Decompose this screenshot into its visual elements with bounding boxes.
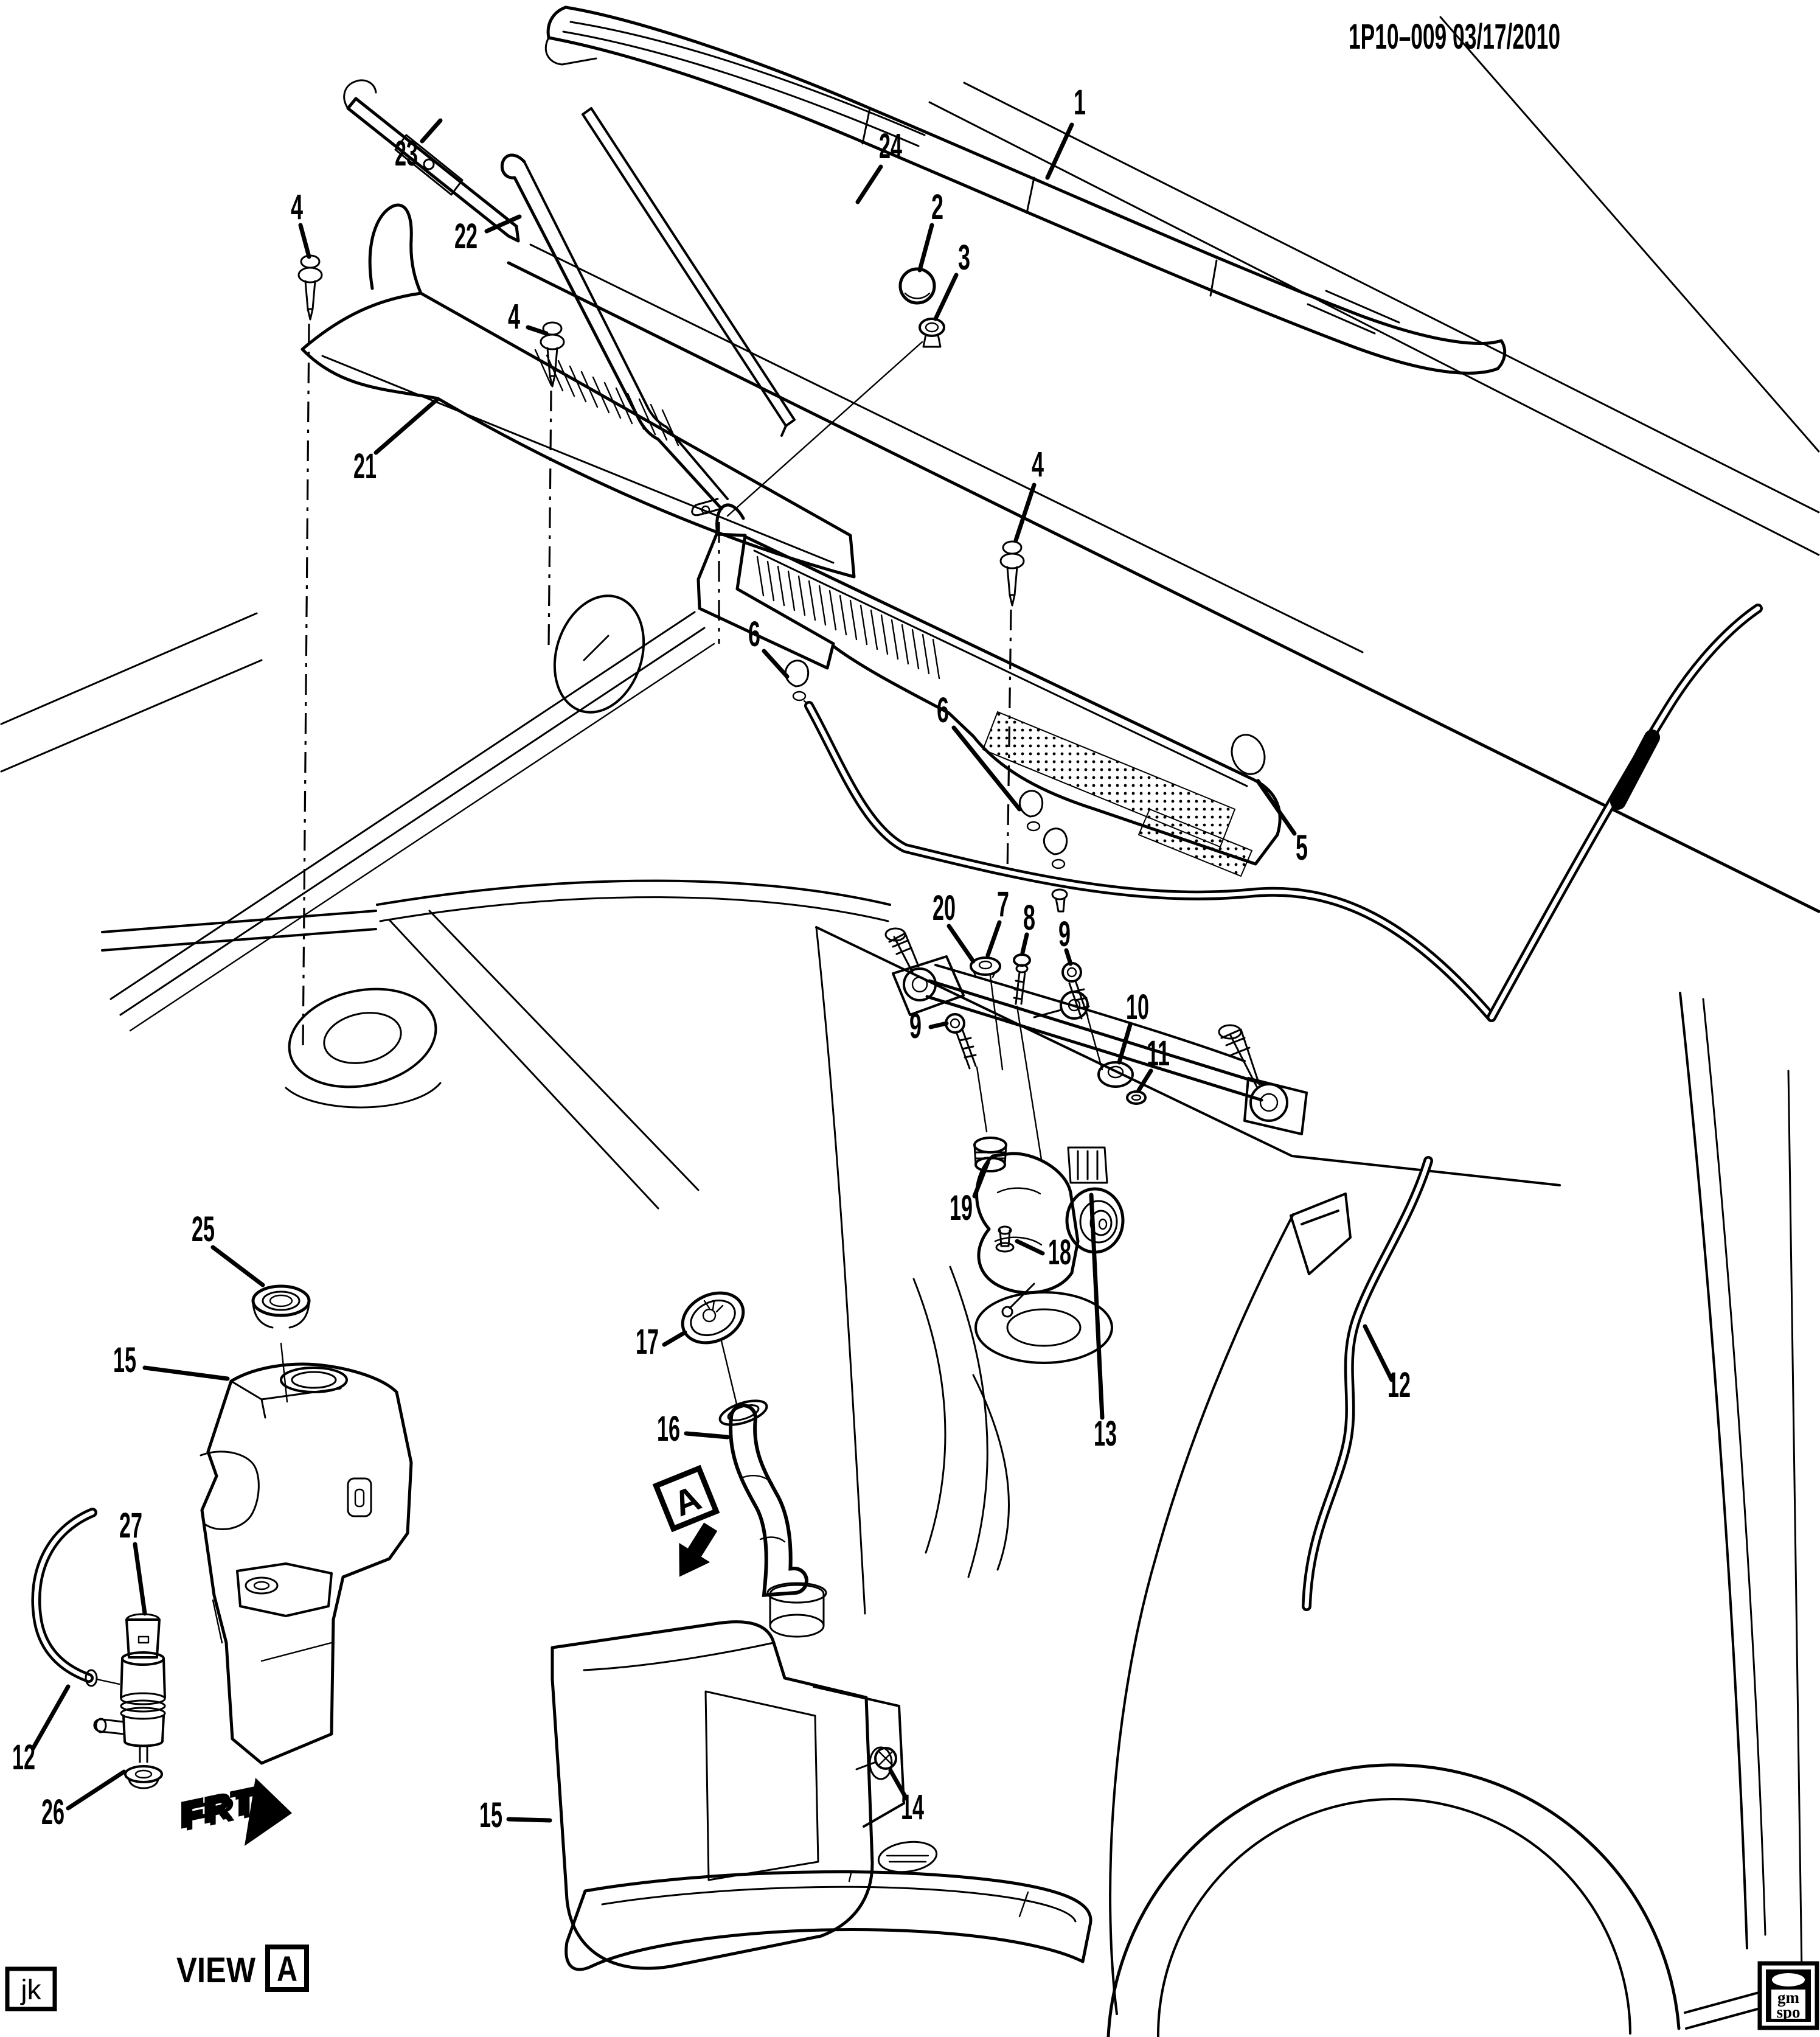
logo-line-1: gm [1777, 1988, 1800, 2007]
callout-25: 25 [192, 1210, 215, 1249]
wiper-linkage-art [884, 927, 1308, 1135]
callout-9a: 9 [1058, 914, 1071, 954]
washer-reservoir-art [200, 1284, 413, 1765]
callout-8: 8 [1023, 898, 1035, 938]
pivot-nut-art [919, 318, 945, 348]
callout-4c: 4 [1032, 445, 1044, 484]
callout-2: 2 [931, 187, 943, 227]
filler-tube-art [718, 1399, 808, 1597]
callout-11: 11 [1147, 1034, 1170, 1073]
view-direction-marker: A [652, 1464, 720, 1577]
callout-22: 22 [454, 217, 478, 256]
callout-21: 21 [353, 447, 377, 486]
callout-6a: 6 [748, 615, 760, 654]
callout-labels: 1 23 24 2 3 22 4 4 4 21 5 6 6 20 7 8 9 9… [12, 83, 1411, 1835]
pivot-grommet-art [898, 267, 936, 305]
callout-17: 17 [636, 1322, 659, 1362]
washer-hose-art [31, 604, 1763, 1687]
callout-14: 14 [901, 1788, 924, 1827]
callout-4b: 4 [508, 297, 520, 336]
wiper-arm-assembly-art [544, 5, 1507, 375]
view-letter: A [277, 1949, 297, 1989]
washer-pump-art [93, 1613, 166, 1789]
initials-box [5, 1966, 57, 2011]
callout-3: 3 [958, 238, 970, 277]
view-label: VIEW [176, 1951, 255, 1990]
callout-5: 5 [1296, 828, 1308, 868]
lower-reservoir-art [551, 1582, 905, 1970]
fascia-lamp-art [564, 1840, 1092, 1971]
cowl-right-vent-hatch [756, 555, 940, 680]
callout-27: 27 [119, 1506, 142, 1545]
callout-16: 16 [657, 1409, 680, 1449]
view-direction-arrow-icon [679, 1522, 718, 1577]
gmspo-logo: gm spo [1757, 1961, 1819, 2030]
callout-6b: 6 [937, 691, 949, 730]
callout-12a: 12 [12, 1738, 35, 1777]
drawing-number-and-date: 1P10–009 03/17/2010 [1349, 17, 1560, 57]
callout-1: 1 [1074, 83, 1086, 122]
callout-12b: 12 [1388, 1365, 1411, 1405]
leader-lines [30, 118, 1394, 1823]
frt-label: FRT [180, 1781, 254, 1836]
callout-24: 24 [879, 127, 902, 166]
callout-26: 26 [41, 1792, 64, 1832]
logo-line-2: spo [1776, 2003, 1800, 2021]
view-letter-box [265, 1945, 309, 1992]
frt-arrow-icon [245, 1778, 292, 1846]
callout-13: 13 [1094, 1414, 1117, 1454]
callout-20: 20 [933, 888, 956, 928]
cowl-panel-left-art [300, 203, 856, 579]
callout-10: 10 [1126, 987, 1149, 1027]
callout-15b: 15 [479, 1795, 502, 1835]
callout-4a: 4 [291, 187, 303, 227]
callout-15a: 15 [113, 1340, 136, 1380]
car-body-lines [0, 16, 1820, 2037]
wiper-arm-art [500, 153, 923, 644]
callout-7: 7 [997, 885, 1009, 924]
callout-9b: 9 [909, 1006, 922, 1046]
frt-orientation-marker: FRT FRT [179, 1778, 292, 1846]
filler-cap-art [681, 1291, 745, 1408]
hose-clip-art [785, 660, 1068, 913]
footer: jk VIEW A gm spo [5, 1945, 1819, 2030]
initials-label: jk [19, 1974, 41, 2005]
cowl-panel-right-art [696, 503, 1282, 877]
wiper-blade-element-art [582, 107, 796, 437]
wiper-blade-art [343, 79, 520, 243]
callout-23: 23 [395, 134, 418, 173]
callout-18: 18 [1048, 1233, 1071, 1272]
callout-19: 19 [950, 1188, 973, 1228]
fastener-art [855, 953, 1147, 1771]
cowl-clip-art [297, 254, 1025, 1051]
